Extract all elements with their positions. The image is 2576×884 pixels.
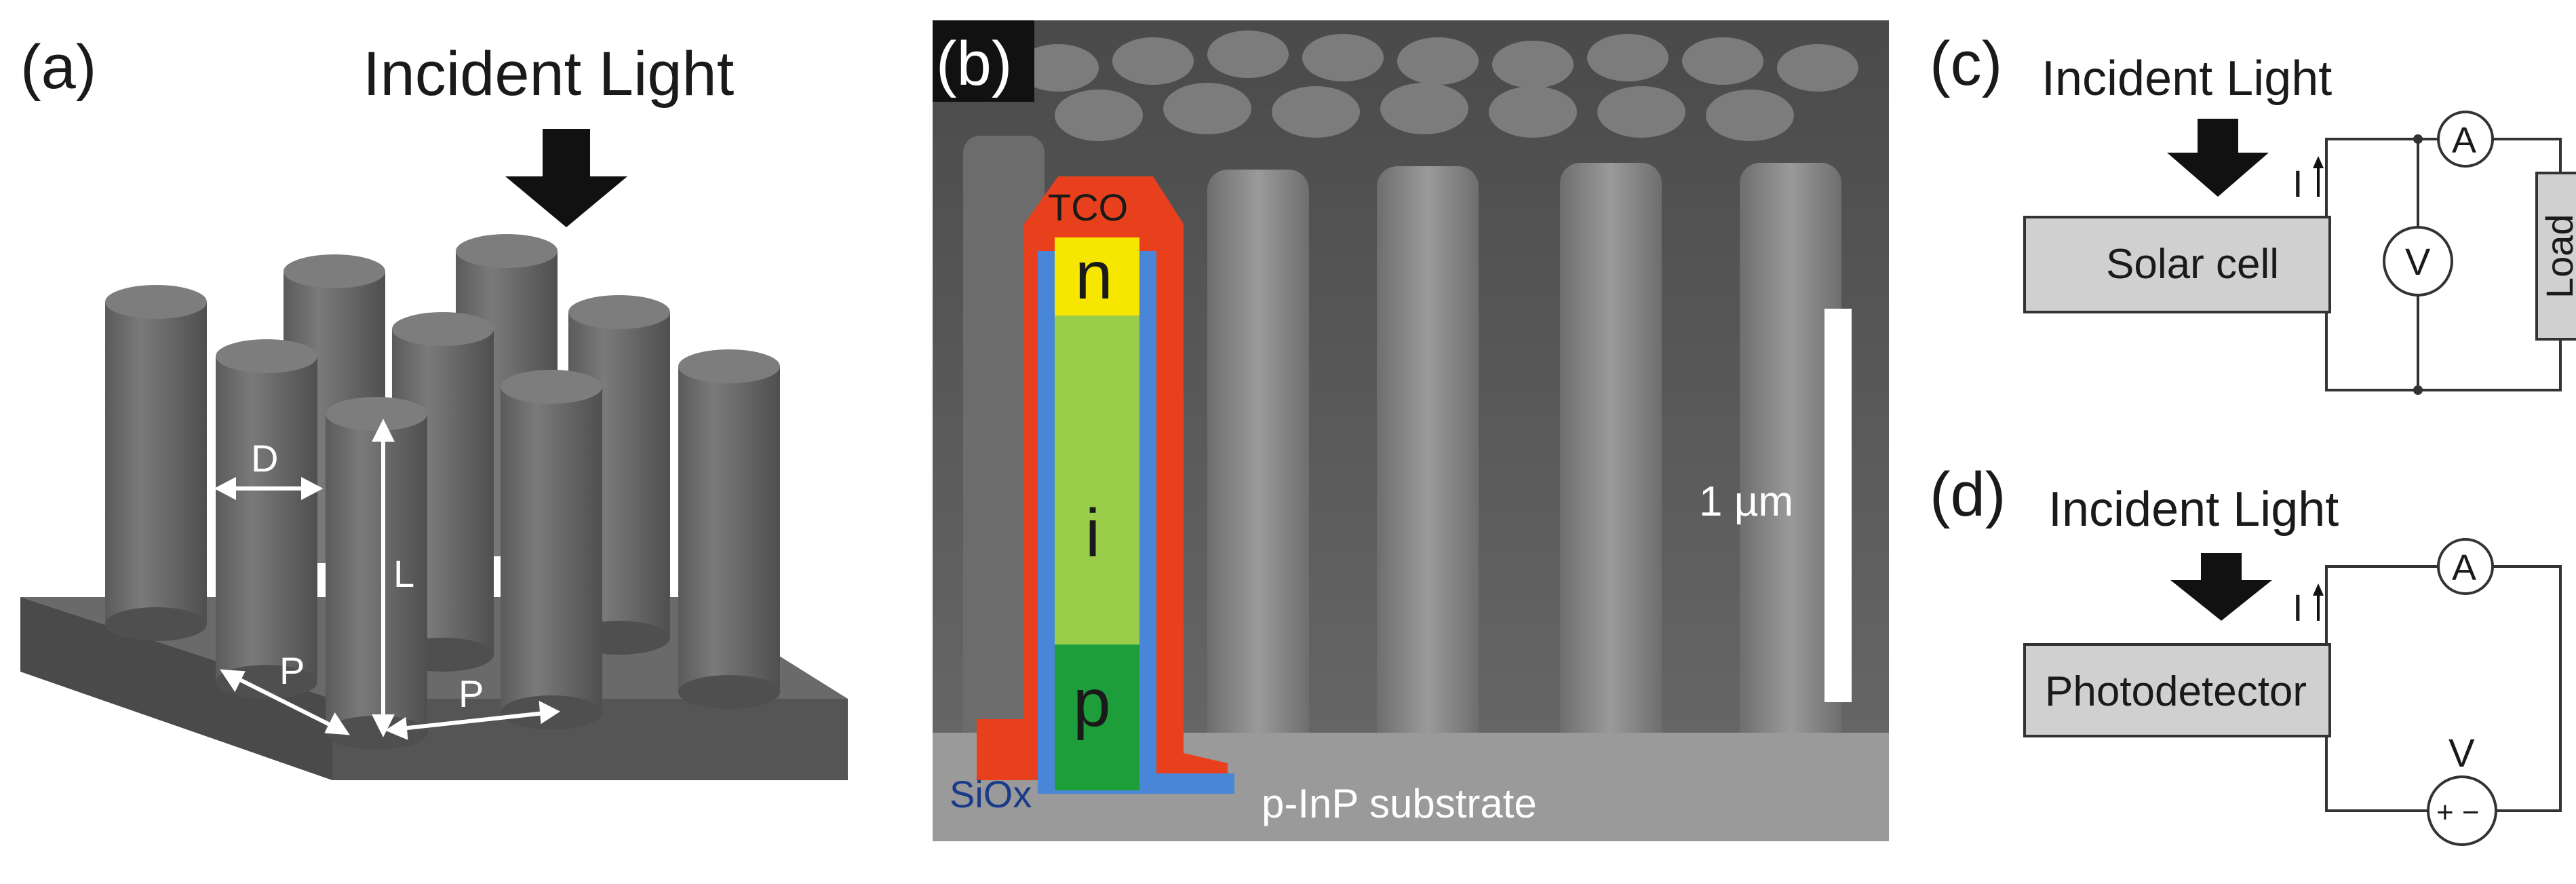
panel-a: (a) Incident Light [20, 33, 848, 780]
ammeter [2437, 538, 2494, 595]
pitch-arrow-left [229, 673, 340, 731]
photodetector-label: Photodetector [2045, 668, 2307, 715]
dimension-p-right-label: P [458, 672, 484, 715]
panel-c: (c) Incident Light Solar cell I A V Load [1930, 29, 2576, 395]
current-indicator [2313, 156, 2324, 197]
photodetector-box [2023, 643, 2331, 737]
load-label: Load [2538, 214, 2576, 299]
panel-b: TCO n i p SiOx p-InP substrate 1 µm (b) [933, 20, 1889, 841]
panel-c-label: (c) [1930, 29, 2002, 98]
dimension-p-left-label: P [279, 649, 305, 692]
nanowire [1377, 166, 1479, 767]
panel-d-label: (d) [1930, 460, 2006, 529]
circuit-wires [2325, 138, 2562, 391]
incident-light-arrow [2170, 553, 2272, 621]
voltage-source-polarity: + − [2436, 796, 2480, 829]
scale-bar [1824, 309, 1852, 702]
panel-a-incident-light-label: Incident Light [363, 39, 734, 109]
nanowire [1207, 170, 1309, 767]
solar-cell-label: Solar cell [2106, 241, 2279, 288]
i-layer [1055, 315, 1139, 645]
panel-c-incident-light-label: Incident Light [2042, 52, 2332, 106]
pillar [105, 285, 207, 641]
voltmeter-label: V [2405, 240, 2431, 283]
circuit-node [2413, 134, 2423, 144]
substrate-label: p-InP substrate [1262, 781, 1537, 826]
ammeter-label: A [2452, 120, 2476, 161]
current-label: I [2292, 162, 2303, 205]
pitch-arrow-right [394, 710, 551, 731]
sem-nanowires [963, 136, 1841, 767]
panel-b-label-box [933, 20, 1034, 102]
voltage-source [2427, 775, 2497, 846]
tco-label: TCO [1048, 186, 1128, 229]
dimension-l-label: L [393, 552, 414, 595]
p-layer [1055, 645, 1139, 790]
circuit-wires [2325, 565, 2562, 812]
n-label: n [1075, 237, 1113, 313]
nanowire [1560, 163, 1662, 767]
panel-d: (d) Incident Light Photodetector I A + −… [1930, 460, 2562, 846]
panel-d-incident-light-label: Incident Light [2048, 482, 2339, 537]
current-label: I [2292, 586, 2303, 629]
circuit-node [2413, 385, 2423, 395]
sem-background-wires [1017, 31, 1858, 141]
i-label: i [1085, 495, 1100, 571]
solar-cell-box [2023, 216, 2331, 313]
voltmeter [2383, 226, 2453, 296]
voltage-source-label: V [2448, 731, 2475, 775]
ammeter [2437, 111, 2494, 168]
pillar [501, 370, 602, 729]
current-indicator [2313, 583, 2324, 621]
panel-b-label: (b) [936, 29, 1012, 98]
dimension-d-label: D [251, 437, 278, 480]
dimension-arrows [214, 419, 561, 740]
ammeter-label: A [2452, 547, 2476, 588]
nanowire [1740, 163, 1841, 767]
p-label: p [1073, 665, 1111, 741]
load-box [2535, 172, 2576, 341]
panel-a-label: (a) [20, 33, 96, 102]
pillar [216, 339, 317, 699]
siox-label: SiOx [950, 773, 1032, 815]
incident-light-arrow [2167, 119, 2269, 197]
pillar [678, 349, 780, 709]
scale-bar-label: 1 µm [1699, 478, 1793, 525]
device-cross-section [977, 176, 1234, 794]
incident-light-arrow [505, 129, 627, 227]
pillar-array [105, 234, 780, 750]
n-layer [1055, 237, 1139, 315]
